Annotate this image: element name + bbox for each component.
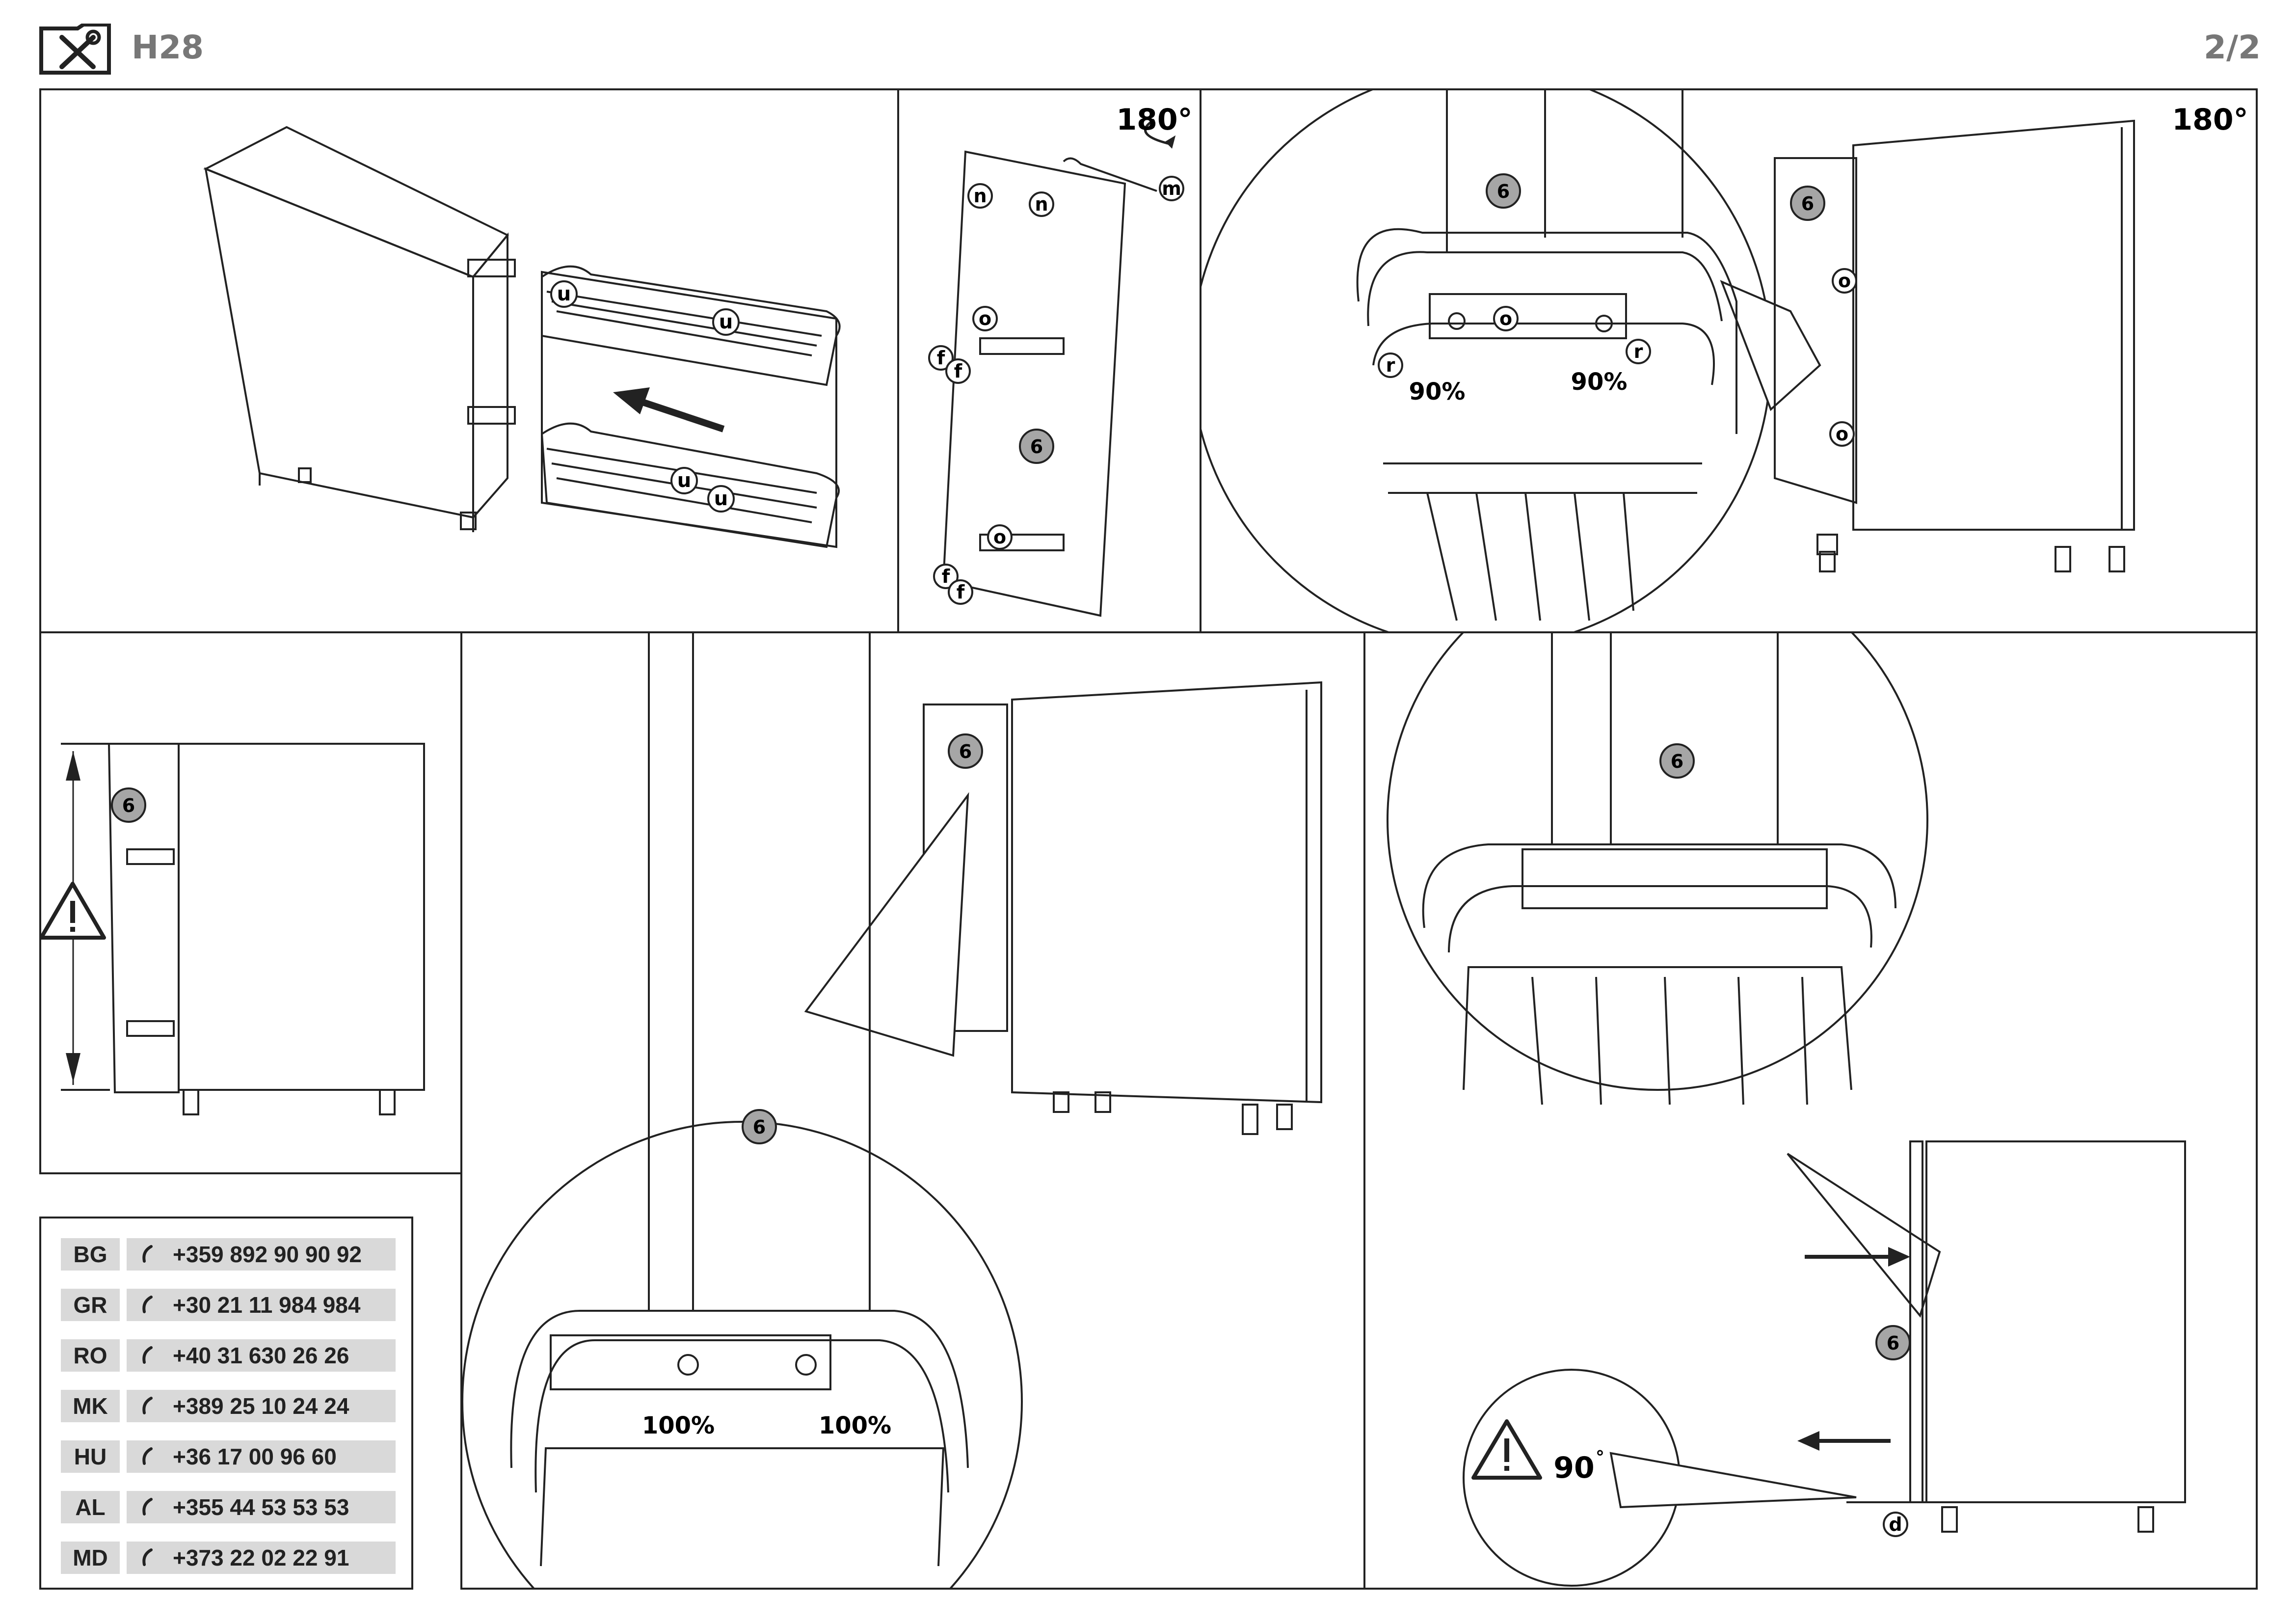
step-panel-adjust-90: 180° 6 6 o o o r r 90% 90%	[1200, 88, 2258, 633]
warning-icon	[1471, 1419, 1542, 1480]
label-f: f	[937, 347, 945, 369]
country-code: AL	[61, 1491, 120, 1523]
phone-number: +389 25 10 24 24	[173, 1393, 349, 1419]
part-badge-6: 6	[753, 1116, 766, 1138]
contact-row: HU +36 17 00 96 60	[61, 1440, 396, 1473]
country-code: MK	[61, 1390, 120, 1422]
phone-cell: +389 25 10 24 24	[127, 1390, 396, 1422]
phone-icon	[142, 1346, 153, 1364]
part-badge-6: 6	[122, 795, 135, 816]
phone-number: +355 44 53 53 53	[173, 1494, 349, 1520]
country-code: MD	[61, 1542, 120, 1574]
contact-row: MK +389 25 10 24 24	[61, 1390, 396, 1422]
adjust-percent: 90%	[1409, 378, 1466, 406]
phone-cell: +36 17 00 96 60	[127, 1440, 396, 1473]
part-badge-6: 6	[959, 741, 972, 762]
rotation-label: 180°	[2172, 103, 2248, 137]
contact-row: BG +359 892 90 90 92	[61, 1238, 396, 1271]
country-code: GR	[61, 1289, 120, 1321]
phone-icon	[142, 1245, 153, 1263]
page-indicator: 2/2	[2204, 28, 2261, 66]
label-n: n	[973, 185, 987, 207]
tools-icon	[39, 24, 111, 75]
phone-icon	[142, 1548, 153, 1566]
angle-value: 90	[1553, 1451, 1595, 1485]
label-u: u	[719, 311, 733, 333]
phone-number: +373 22 02 22 91	[173, 1545, 349, 1570]
phone-icon	[142, 1447, 153, 1465]
phone-cell: +359 892 90 90 92	[127, 1238, 396, 1271]
label-n: n	[1035, 193, 1048, 215]
label-o: o	[1838, 270, 1851, 292]
step-panel-adjust-100: 6 6 100% 100%	[460, 631, 1365, 1590]
phone-cell: +373 22 02 22 91	[127, 1542, 396, 1574]
label-d: d	[1889, 1514, 1902, 1535]
angle-degree: °	[1596, 1447, 1604, 1467]
part-badge-6: 6	[1030, 436, 1043, 458]
label-f: f	[954, 360, 962, 382]
label-u: u	[677, 469, 691, 492]
contact-row: MD +373 22 02 22 91	[61, 1542, 396, 1574]
country-code: BG	[61, 1238, 120, 1271]
rotation-label: 180°	[1116, 103, 1192, 137]
label-f: f	[957, 581, 965, 603]
phone-icon	[142, 1498, 153, 1516]
label-u: u	[714, 487, 728, 510]
phone-cell: +30 21 11 984 984	[127, 1289, 396, 1321]
step-panel-insert-basket: u u u u	[39, 88, 899, 633]
contact-row: GR +30 21 11 984 984	[61, 1289, 396, 1321]
country-code: HU	[61, 1440, 120, 1473]
phone-icon	[142, 1296, 153, 1313]
phone-number: +359 892 90 90 92	[173, 1242, 362, 1267]
model-code: H28	[132, 28, 204, 66]
contact-row: AL +355 44 53 53 53	[61, 1491, 396, 1523]
adjust-percent: 90%	[1571, 368, 1628, 396]
adjust-percent: 100%	[819, 1412, 891, 1439]
phone-number: +30 21 11 984 984	[173, 1292, 361, 1318]
label-o: o	[979, 308, 991, 329]
label-o: o	[1836, 423, 1848, 445]
part-badge-6: 6	[1497, 181, 1510, 202]
contact-table: BG +359 892 90 90 92 GR +30 21 11 984 98…	[39, 1217, 413, 1590]
phone-icon	[142, 1397, 153, 1414]
label-o: o	[993, 526, 1006, 548]
warning-icon	[41, 882, 106, 940]
country-code: RO	[61, 1339, 120, 1372]
contact-row: RO +40 31 630 26 26	[61, 1339, 396, 1372]
part-badge-6: 6	[1887, 1332, 1899, 1354]
label-r: r	[1634, 341, 1643, 362]
step-panel-door-brackets: 180° n n m o f f o f f	[897, 88, 1201, 633]
phone-number: +36 17 00 96 60	[173, 1444, 337, 1469]
part-badge-6: 6	[1671, 751, 1683, 772]
adjust-percent: 100%	[642, 1412, 715, 1439]
label-r: r	[1386, 354, 1395, 376]
label-f: f	[942, 566, 950, 587]
label-o: o	[1499, 308, 1512, 329]
phone-cell: +40 31 630 26 26	[127, 1339, 396, 1372]
phone-number: +40 31 630 26 26	[173, 1343, 349, 1368]
part-badge-6: 6	[1801, 193, 1814, 215]
label-m: m	[1162, 178, 1181, 199]
phone-cell: +355 44 53 53 53	[127, 1491, 396, 1523]
step-panel-align-90: 90 ° 6 6 d	[1363, 631, 2258, 1590]
step-panel-side-check: 6	[39, 631, 462, 1174]
label-u: u	[557, 283, 571, 305]
